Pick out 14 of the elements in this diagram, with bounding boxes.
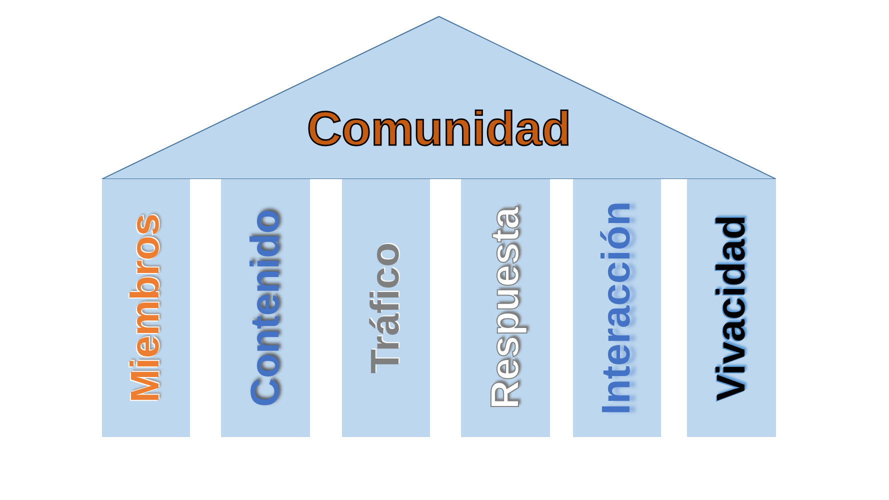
pillar — [221, 179, 310, 437]
pillar-label: Contenido — [243, 209, 288, 407]
pillar-label: Respuesta — [483, 206, 528, 410]
pillar-label: Interacción — [594, 201, 640, 415]
pillar — [687, 179, 776, 437]
pillar — [342, 179, 430, 437]
pillar-label: Tráfico — [364, 242, 408, 374]
roof-title: Comunidad — [307, 102, 571, 157]
pillar-label: Vivacidad — [709, 214, 754, 402]
pillar — [102, 179, 190, 437]
pillar — [573, 179, 661, 437]
pillar — [461, 179, 550, 437]
roof-triangle — [102, 16, 776, 179]
pillar-label: Miembros — [124, 214, 168, 402]
